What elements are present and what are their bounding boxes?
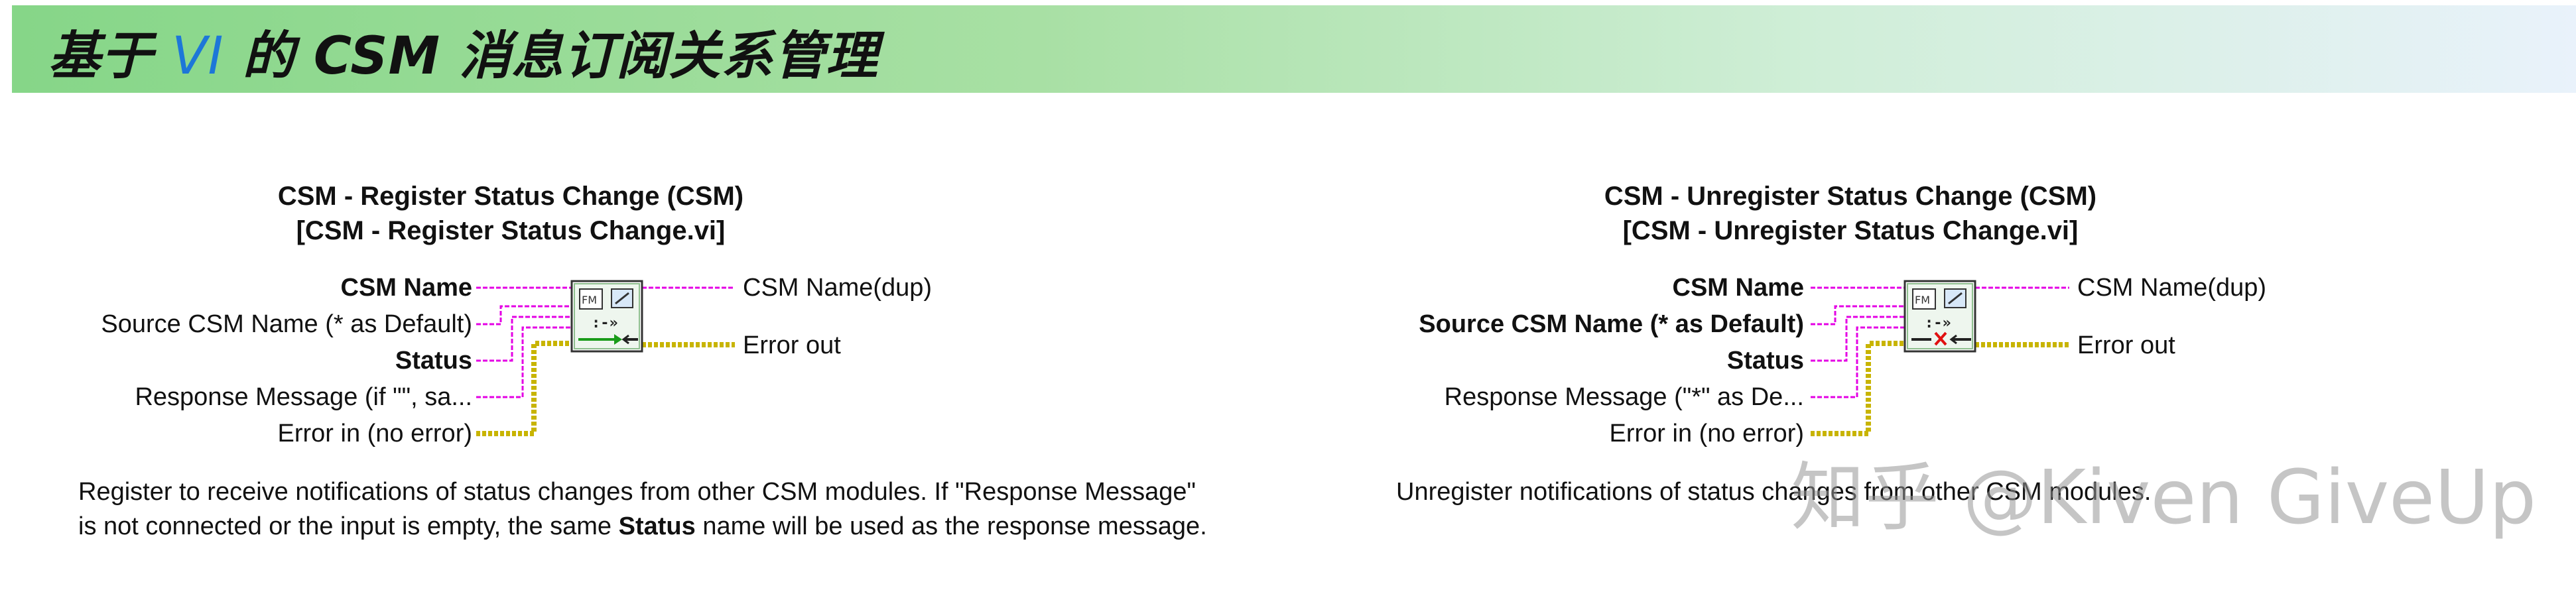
right-vi-title-line2: [CSM - Unregister Status Change.vi] xyxy=(1622,216,2079,245)
right-wire-response xyxy=(1811,326,1905,398)
left-input-error-in: Error in (no error) xyxy=(277,420,473,447)
svg-text::-»: :-» xyxy=(592,315,618,331)
right-error-wires xyxy=(1811,341,2069,436)
left-wire-error-in xyxy=(476,341,572,436)
left-input-source-csm-name: Source CSM Name (* as Default) xyxy=(101,310,472,338)
page-title: 基于 VI 的 CSM 消息订阅关系管理 xyxy=(48,27,879,86)
left-output-csm-name-dup: CSM Name(dup) xyxy=(743,274,933,302)
left-icon-fm-box xyxy=(579,288,603,310)
left-error-wires xyxy=(476,341,735,436)
right-wire-source xyxy=(1811,305,1905,326)
left-wire-source xyxy=(476,305,572,326)
left-wire-response xyxy=(476,326,572,398)
right-icon-fm-box xyxy=(1912,288,1936,310)
right-unregister-x-icon xyxy=(1934,331,1947,346)
left-vi-title-line2: [CSM - Register Status Change.vi] xyxy=(296,216,726,245)
svg-text::-»: :-» xyxy=(1925,315,1951,331)
right-output-error-out: Error out xyxy=(2077,331,2175,359)
left-vi-icon: FM :-» xyxy=(570,280,643,353)
right-input-response-message: Response Message ("*" as De... xyxy=(1444,383,1804,411)
right-wires xyxy=(1811,286,2069,398)
left-output-error-out: Error out xyxy=(743,331,841,359)
left-input-status: Status xyxy=(395,347,472,375)
right-vi-title: CSM - Unregister Status Change (CSM) [CS… xyxy=(1552,179,2149,248)
right-vi-icon: FM :-» xyxy=(1903,280,1976,353)
left-vi-title-line1: CSM - Register Status Change (CSM) xyxy=(277,182,744,211)
right-wire-error-in xyxy=(1811,341,1905,436)
left-vi-title: CSM - Register Status Change (CSM) [CSM … xyxy=(219,179,803,248)
right-vi-description: Unregister notifications of status chang… xyxy=(1396,478,2152,506)
left-vi-description-bold: Status xyxy=(618,512,696,540)
left-wires xyxy=(476,286,735,398)
left-wire-status xyxy=(476,316,572,362)
right-input-csm-name: CSM Name xyxy=(1672,274,1805,302)
right-input-source-csm-name: Source CSM Name (* as Default) xyxy=(1419,310,1804,338)
left-input-csm-name: CSM Name xyxy=(340,274,473,302)
right-input-error-in: Error in (no error) xyxy=(1609,420,1805,447)
left-vi-description: Register to receive notifications of sta… xyxy=(78,478,1207,540)
right-wire-status xyxy=(1811,316,1905,362)
right-vi-title-line1: CSM - Unregister Status Change (CSM) xyxy=(1604,182,2097,211)
right-output-csm-name-dup: CSM Name(dup) xyxy=(2077,274,2267,302)
title-bar: 基于 VI 的 CSM 消息订阅关系管理 xyxy=(12,5,2576,93)
title-accent: VI xyxy=(172,27,224,86)
watermark: 知乎 @Kiven GiveUp xyxy=(1791,455,2537,541)
left-icon-fm-text: FM xyxy=(582,294,597,306)
right-input-status: Status xyxy=(1726,347,1804,375)
left-input-response-message: Response Message (if "", sa... xyxy=(135,383,472,411)
right-icon-fm-text: FM xyxy=(1915,294,1930,306)
